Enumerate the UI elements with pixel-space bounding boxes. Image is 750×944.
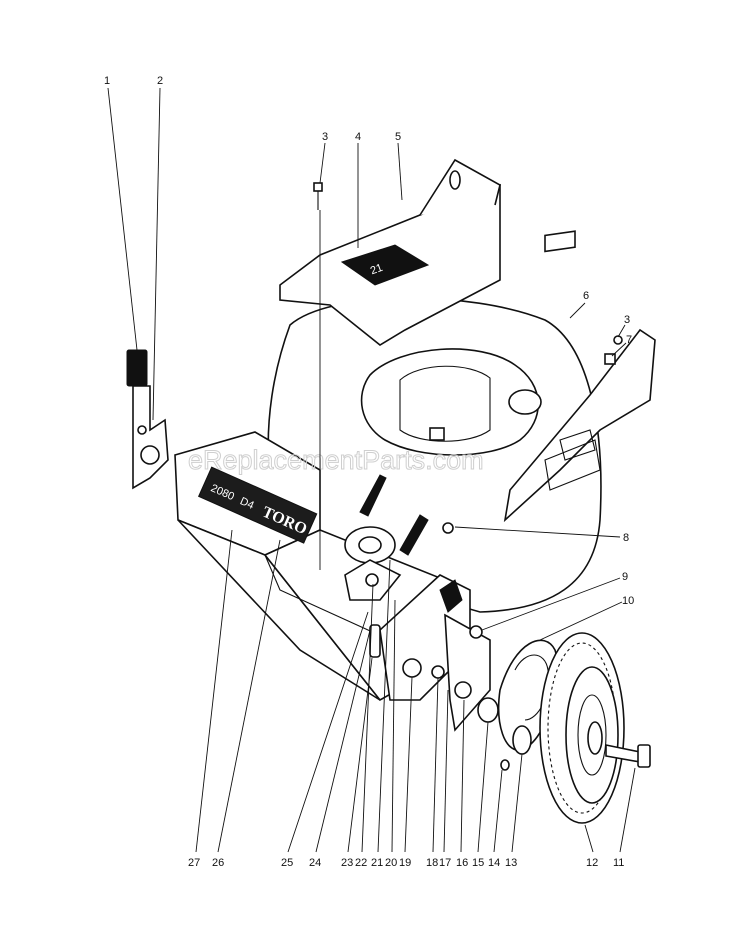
callout-12: 12 [586,857,598,869]
footer-text [170,930,600,944]
belt-pulley [344,474,429,601]
cover-decal: 21 [340,244,430,286]
callout-11: 11 [613,857,624,869]
axle-bolt [605,744,651,768]
callout-14: 14 [488,857,500,869]
callout-6: 6 [583,290,589,302]
callout-15: 15 [472,857,484,869]
callout-27: 27 [188,857,200,869]
wheel [539,632,625,824]
side-bracket [126,349,169,490]
callout-4: 4 [355,131,361,143]
callout-19: 19 [399,857,411,869]
callout-24: 24 [309,857,321,869]
callout-16: 16 [456,857,468,869]
callout-20: 20 [385,857,397,869]
callout-25: 25 [281,857,293,869]
callout-17: 17 [439,857,451,869]
callout-22: 22 [355,857,367,869]
leader-lines [107,87,636,853]
callout-labels: 1 2 3 4 5 6 3 7 8 9 10 27 26 25 24 23 22… [104,75,634,869]
callout-5: 5 [395,131,401,143]
callout-10: 10 [622,595,634,607]
callout-3b: 3 [624,314,630,326]
bolt-icon [313,182,323,210]
callout-9: 9 [622,571,628,583]
rear-bracket-hardware [604,335,623,365]
callout-13: 13 [505,857,517,869]
callout-23: 23 [341,857,353,869]
watermark: eReplacementParts.com [188,445,484,475]
callout-7: 7 [626,334,632,346]
callout-21: 21 [371,857,383,869]
callout-8: 8 [623,532,629,544]
callout-18: 18 [426,857,438,869]
toro-badge: 2080 D4 TORO [197,466,318,544]
svg-text:21: 21 [369,262,385,277]
badge-model-suffix: D4 [238,495,256,512]
callout-3: 3 [322,131,328,143]
callout-2: 2 [157,75,163,87]
callout-1: 1 [104,75,110,87]
callout-26: 26 [212,857,224,869]
part-6-plate [544,230,576,253]
